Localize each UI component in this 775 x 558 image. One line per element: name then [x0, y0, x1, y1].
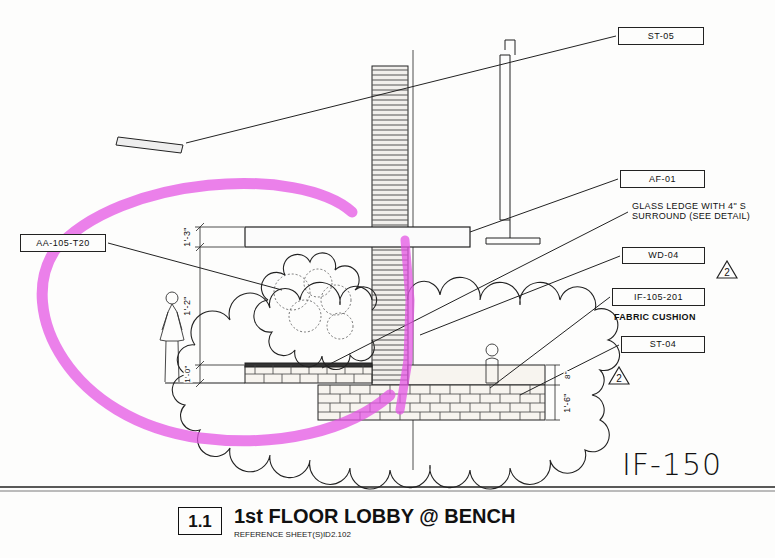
- material-tag: ST-05: [618, 27, 704, 45]
- ceiling-element: [116, 137, 183, 153]
- title-rule: [0, 486, 775, 488]
- bench-seat: [245, 365, 372, 383]
- material-tag: ST-04: [621, 336, 705, 353]
- dimension: 1'-0": [184, 365, 193, 382]
- revision-cloud: [172, 277, 619, 489]
- material-tag: AF-01: [620, 170, 705, 188]
- stone-column: [372, 66, 408, 385]
- drawing-title: 1st FLOOR LOBBY @ BENCH: [234, 505, 515, 528]
- note-text: GLASS LEDGE WITH 4" S SURROUND (SEE DETA…: [632, 202, 768, 222]
- revision-cloud: [254, 253, 377, 370]
- reference-note: REFERENCE SHEET(S)ID2.102: [234, 530, 351, 539]
- revision-triangle: 2: [608, 366, 630, 385]
- seated-figure: [486, 344, 498, 383]
- handwritten-note: IF-150: [622, 448, 722, 481]
- stone-courses: [245, 365, 545, 420]
- planting: [274, 269, 353, 339]
- material-tag: IF-105-201: [612, 288, 705, 306]
- revision-triangle: 2: [716, 260, 738, 279]
- revision-number: 2: [616, 374, 622, 384]
- tag-code: IF-105-201: [634, 293, 683, 302]
- tag-code: AA-105-T20: [36, 239, 90, 248]
- tag-code: ST-05: [648, 32, 675, 41]
- tag-code: AF-01: [649, 175, 676, 184]
- dimension-lines: [195, 223, 560, 420]
- detail-number: 1.1: [188, 513, 212, 530]
- note-text: FABRIC CUSHION: [614, 313, 696, 323]
- detail-number-box: 1.1: [178, 507, 222, 535]
- revision-number: 2: [724, 268, 730, 278]
- material-tag: WD-04: [622, 247, 705, 264]
- highlighter-mark: [42, 183, 410, 440]
- floor-line: [165, 382, 245, 383]
- material-tag: AA-105-T20: [20, 234, 106, 252]
- bench-seat: [408, 365, 545, 385]
- dimension: 1'-3": [183, 227, 193, 246]
- glass-ledge: [245, 227, 470, 247]
- tag-code: ST-04: [650, 340, 677, 349]
- wall-bracket: [500, 55, 510, 220]
- tag-code: WD-04: [648, 251, 679, 260]
- dimension: 8": [564, 371, 573, 379]
- title-rule: [0, 491, 775, 492]
- dimension: 1'-2": [183, 296, 193, 315]
- bracket-hook: [505, 40, 515, 55]
- dimension: 1'-6": [563, 393, 573, 412]
- leader-lines: [108, 36, 628, 395]
